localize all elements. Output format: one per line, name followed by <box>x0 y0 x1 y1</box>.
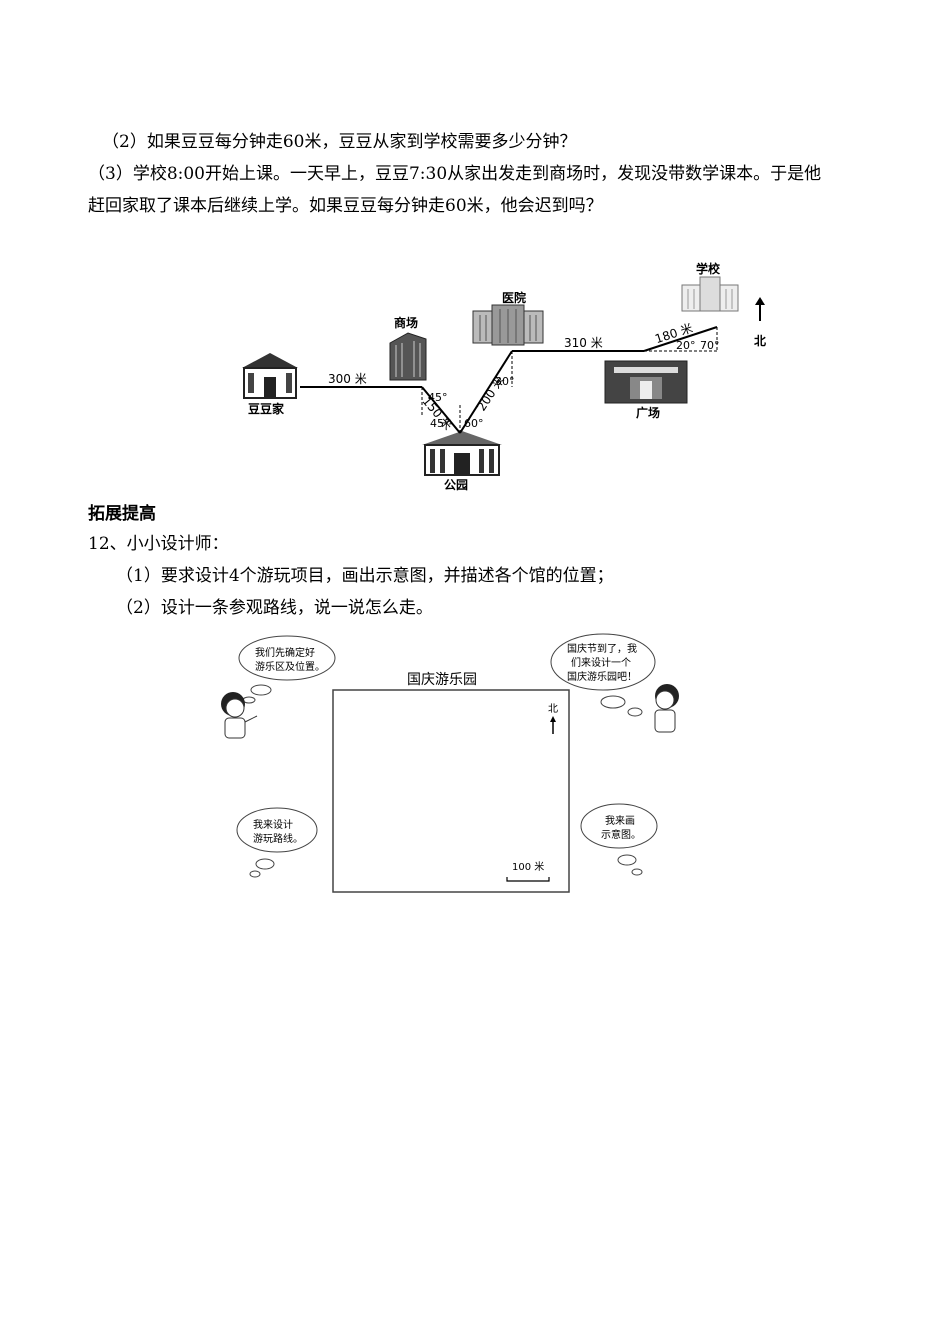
angle-park-left: 45° <box>430 417 450 430</box>
svg-text:示意图。: 示意图。 <box>601 828 641 841</box>
svg-text:我来设计: 我来设计 <box>253 818 293 831</box>
question-12-title: 12、小小设计师： <box>88 534 229 554</box>
route-map: 豆豆家 商场 公园 医院 广场 <box>242 261 766 492</box>
svg-text:国庆节到了，我: 国庆节到了，我 <box>567 642 637 655</box>
svg-text:国庆游乐园吧！: 国庆游乐园吧！ <box>567 670 637 683</box>
angle-mall-top: 45° <box>428 391 448 404</box>
angle-square-left: 20° <box>676 339 696 352</box>
speech-bubble-bottom-left: 我来设计 游玩路线。 <box>236 807 318 878</box>
angle-hospital: 30° <box>495 375 515 388</box>
label-park: 公园 <box>444 478 468 492</box>
svg-text:们来设计一个: 们来设计一个 <box>571 656 631 669</box>
boy-illustration-icon <box>654 684 679 733</box>
label-mall: 商场 <box>394 315 418 330</box>
design-frame <box>332 689 570 893</box>
question-12-item-2: （2）设计一条参观路线，说一说怎么走。 <box>116 598 433 618</box>
svg-text:游玩路线。: 游玩路线。 <box>253 832 303 845</box>
girl-illustration-icon <box>221 692 258 739</box>
label-school: 学校 <box>696 261 721 276</box>
home-building-icon <box>242 353 298 399</box>
scale-label: 100 米 <box>512 860 544 873</box>
label-hospital: 医院 <box>502 290 526 305</box>
hospital-building-icon <box>472 304 544 346</box>
speech-bubble-top-right: 国庆节到了，我 们来设计一个 国庆游乐园吧！ <box>550 633 656 717</box>
square-icon <box>604 360 688 404</box>
svg-text:我来画: 我来画 <box>605 815 635 827</box>
park-building-icon <box>422 431 502 476</box>
question-3-line-2: 赶回家取了课本后继续上学。如果豆豆每分钟走60米，他会迟到吗？ <box>88 196 603 216</box>
school-building-icon <box>681 276 739 312</box>
distance-hospital-square: 310 米 <box>564 336 603 350</box>
angle-guides <box>421 327 718 433</box>
north-label: 北 <box>754 333 766 348</box>
design-north-label: 北 <box>548 703 558 715</box>
mall-building-icon <box>389 332 427 381</box>
svg-text:游乐区及位置。: 游乐区及位置。 <box>255 660 325 673</box>
angle-park-right: 60° <box>464 417 484 430</box>
distance-home-mall: 300 米 <box>328 372 367 386</box>
angle-square-right: 70° <box>700 339 720 352</box>
park-title: 国庆游乐园 <box>407 672 477 688</box>
scale-bar <box>506 877 550 882</box>
speech-bubble-bottom-right: 我来画 示意图。 <box>580 803 658 876</box>
question-12-item-1: （1）要求设计4个游玩项目，画出示意图，并描述各个馆的位置； <box>116 566 614 586</box>
north-arrow-icon <box>755 297 765 321</box>
section-title: 拓展提高 <box>88 504 156 524</box>
speech-bubble-top-left: 我们先确定好 游乐区及位置。 <box>238 635 336 704</box>
route-lines <box>300 326 718 434</box>
question-3-line-1: （3）学校8:00开始上课。一天早上，豆豆7:30从家出发走到商场时，发现没带数… <box>88 164 822 184</box>
question-2: （2）如果豆豆每分钟走60米，豆豆从家到学校需要多少分钟？ <box>102 132 577 152</box>
label-home: 豆豆家 <box>248 401 285 416</box>
label-square: 广场 <box>636 405 660 420</box>
park-design-figure: 国庆游乐园 北 100 米 我们先确定好 游乐区及位置。 国庆节到了，我 们来设… <box>221 633 679 893</box>
north-arrow-icon <box>550 716 556 734</box>
svg-text:我们先确定好: 我们先确定好 <box>255 646 315 659</box>
